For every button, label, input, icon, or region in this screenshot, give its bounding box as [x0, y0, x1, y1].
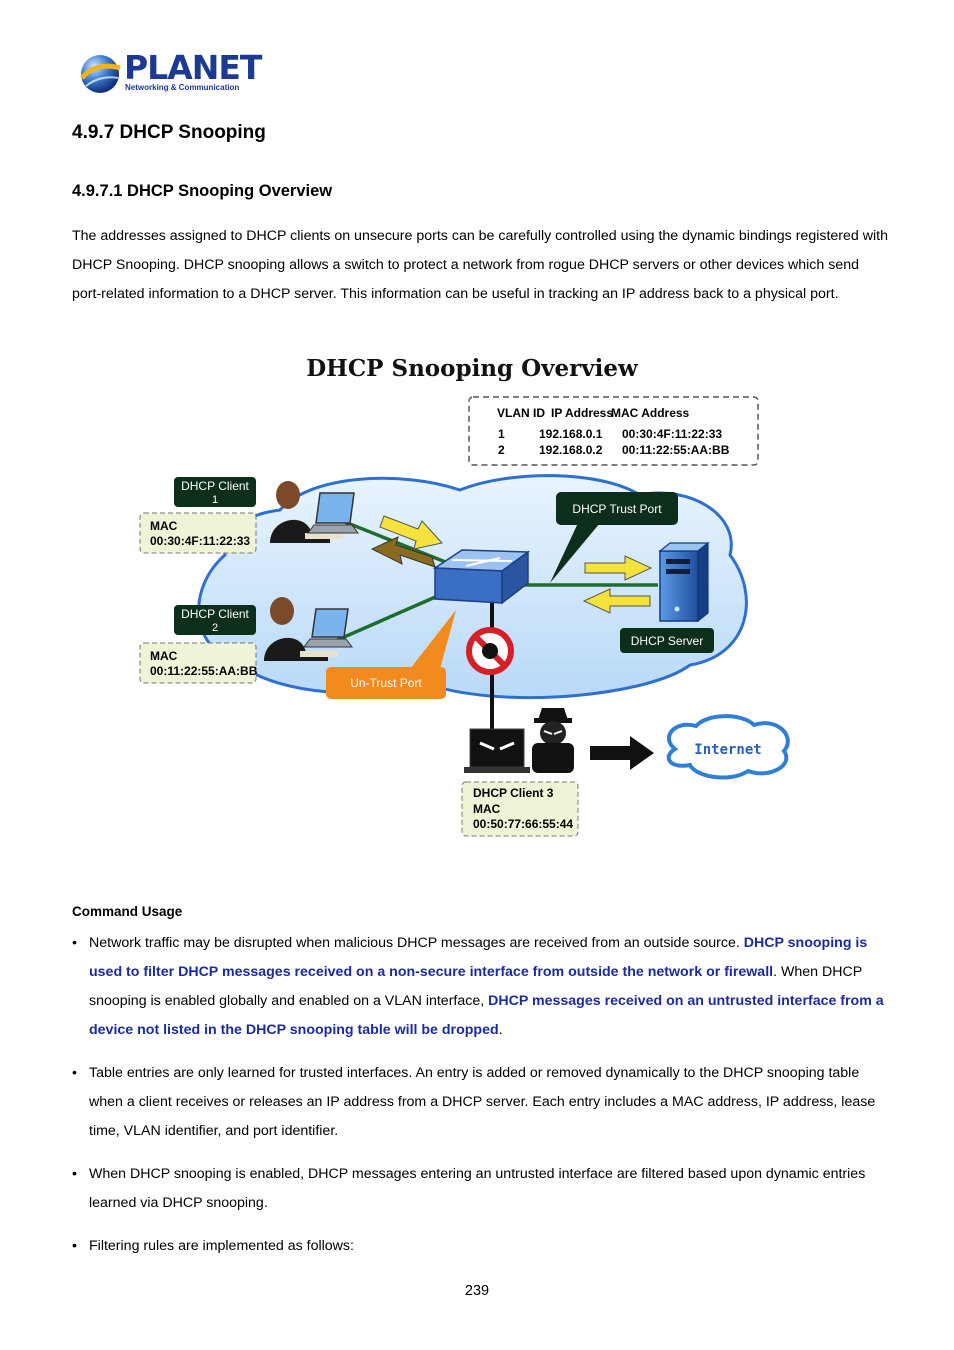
- rogue-laptop-icon: [464, 728, 530, 773]
- table-row2-mac: 00:11:22:55:AA:BB: [622, 443, 730, 457]
- client2-mac-value: 00:11:22:55:AA:BB: [150, 664, 258, 678]
- client2-mac-label: MAC: [150, 649, 178, 663]
- server-icon: [658, 541, 710, 623]
- table-row1-ip: 192.168.0.1: [539, 427, 603, 441]
- table-header-ip: IP Address: [551, 406, 613, 420]
- globe-icon: [80, 55, 121, 93]
- subsection-heading: 4.9.7.1 DHCP Snooping Overview: [72, 182, 333, 200]
- figure-title: DHCP Snooping Overview: [306, 355, 639, 382]
- client2-mac-box: [139, 642, 257, 684]
- list-item: Table entries are only learned for trust…: [72, 1059, 894, 1146]
- untrust-port-label: Un-Trust Port: [350, 676, 422, 690]
- server-label-box: [620, 628, 714, 653]
- bullet1-text1: Network traffic may be disrupted when ma…: [89, 935, 744, 951]
- arrow-to-server-icon: [584, 555, 653, 581]
- arrow-from-server-icon: [582, 588, 651, 614]
- bullet4-text: Filtering rules are implemented as follo…: [89, 1238, 354, 1254]
- table-row1-vlan: 1: [498, 427, 505, 441]
- command-usage-list: Network traffic may be disrupted when ma…: [72, 929, 894, 1261]
- client3-mac-value: 00:50:77:66:55:44: [473, 817, 573, 831]
- table-row2-vlan: 2: [498, 443, 505, 457]
- list-item: When DHCP snooping is enabled, DHCP mess…: [72, 1160, 894, 1218]
- client3-box: [461, 781, 579, 837]
- client3-mac-label: MAC: [473, 802, 501, 816]
- command-usage-title: Command Usage: [72, 904, 183, 919]
- bullet1-text3: .: [498, 1022, 503, 1038]
- dhcp-snooping-diagram: DHCP Snooping Overview VLAN ID IP Addres…: [139, 355, 790, 837]
- client2-label-box: [174, 605, 256, 635]
- list-item: Network traffic may be disrupted when ma…: [72, 929, 894, 1045]
- switch-icon: [432, 549, 531, 605]
- table-row2-ip: 192.168.0.2: [539, 443, 603, 457]
- logo-wordmark: PLANET: [124, 48, 262, 87]
- planet-logo: PLANET Networking & Communication: [78, 50, 262, 98]
- trust-port-callout: DHCP Trust Port: [550, 492, 678, 583]
- client2-laptop-icon: [303, 608, 353, 648]
- list-item: Filtering rules are implemented as follo…: [72, 1232, 894, 1261]
- snooping-table: VLAN ID IP Address MAC Address 1 192.168…: [468, 396, 759, 466]
- arrow-to-internet-icon: [590, 736, 654, 770]
- table-row1-mac: 00:30:4F:11:22:33: [622, 427, 722, 441]
- bullet2-text: Table entries are only learned for trust…: [89, 1065, 876, 1139]
- table-header-mac: MAC Address: [611, 406, 690, 420]
- blocked-icon: [466, 627, 514, 675]
- section-heading: 4.9.7 DHCP Snooping: [72, 122, 266, 143]
- traffic-arrows: [370, 515, 654, 770]
- bullet1-highlight1: DHCP snooping is used to filter DHCP mes…: [89, 935, 868, 980]
- page-number: 239: [464, 1283, 490, 1299]
- intro-paragraph: The addresses assigned to DHCP clients o…: [72, 228, 888, 302]
- arrow-to-switch-icon: [379, 515, 443, 550]
- hacker-icon: [532, 708, 574, 773]
- client1-label-box: [174, 477, 256, 507]
- client2-person-icon: [264, 597, 338, 661]
- client1-laptop-icon: [307, 492, 359, 534]
- bullet3-text: When DHCP snooping is enabled, DHCP mess…: [89, 1166, 866, 1211]
- logo-subtitle: Networking & Communication: [125, 83, 240, 92]
- client2-label-line1: DHCP Client: [181, 607, 249, 621]
- bullet1-highlight2: DHCP messages received on an untrusted i…: [89, 993, 884, 1038]
- client1-mac-label: MAC: [150, 519, 178, 533]
- client1-label-line1: DHCP Client: [181, 479, 249, 493]
- client1-label-line2: 1: [212, 494, 218, 506]
- client1-mac-box: [139, 512, 257, 554]
- arrow-to-client-icon: [370, 536, 436, 568]
- trust-port-label: DHCP Trust Port: [572, 502, 662, 516]
- client1-mac-value: 00:30:4F:11:22:33: [150, 534, 250, 548]
- client2-label-line2: 2: [212, 622, 218, 634]
- internet-label: Internet: [694, 742, 761, 758]
- client3-label: DHCP Client 3: [473, 786, 554, 800]
- internet-cloud-icon: Internet: [666, 714, 790, 780]
- untrust-port-callout: Un-Trust Port: [326, 610, 456, 699]
- table-header-vlan: VLAN ID: [497, 406, 545, 420]
- client1-person-icon: [270, 481, 343, 543]
- bullet1-text2: . When DHCP snooping is enabled globally…: [89, 964, 862, 1009]
- server-label: DHCP Server: [631, 634, 703, 648]
